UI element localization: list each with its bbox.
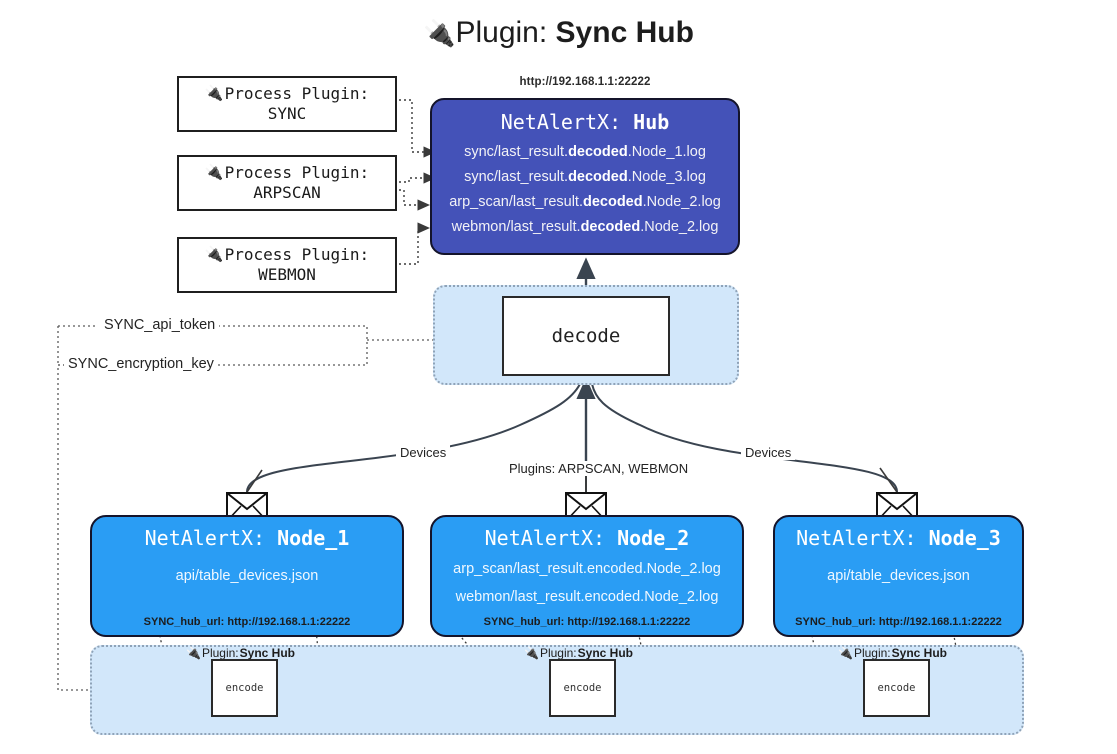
node-footer: SYNC_hub_url: http://192.168.1.1:22222: [143, 616, 351, 628]
decode-box[interactable]: decode: [502, 296, 670, 376]
process-plugin-label: SYNC: [267, 104, 307, 123]
node-box-node-1[interactable]: NetAlertX: Node_1 api/table_devices.json…: [90, 515, 404, 637]
plug-icon: 🔌: [204, 245, 224, 264]
secret-label-api-token: SYNC_api_token: [100, 317, 220, 333]
plug-icon: 🔌: [524, 646, 539, 660]
hub-title: NetAlertX: Hub: [432, 110, 738, 134]
page-title-prefix: Plugin:: [455, 16, 556, 49]
process-plugin-box-arpscan[interactable]: 🔌 Process Plugin: ARPSCAN: [177, 155, 397, 211]
process-plugin-box-sync[interactable]: 🔌 Process Plugin: SYNC: [177, 76, 397, 132]
hub-log-line: webmon/last_result.decoded.Node_2.log: [451, 218, 719, 235]
node-log-line: arp_scan/last_result.encoded.Node_2.log: [453, 561, 721, 577]
hub-url-label: http://192.168.1.1:22222: [519, 76, 651, 88]
node-footer: SYNC_hub_url: http://192.168.1.1:22222: [483, 616, 691, 628]
process-plugin-heading: Process Plugin:: [224, 162, 370, 182]
node-box-node-2[interactable]: NetAlertX: Node_2 arp_scan/last_result.e…: [430, 515, 744, 637]
hub-log-line: arp_scan/last_result.decoded.Node_2.log: [449, 193, 721, 210]
secret-label-encryption-key: SYNC_encryption_key: [64, 356, 218, 372]
encode-caption-node-1: 🔌Plugin: Sync Hub: [186, 646, 295, 660]
node-log-line: api/table_devices.json: [827, 568, 970, 584]
node-title: NetAlertX: Node_1: [144, 526, 350, 550]
page-title-name: Sync Hub: [555, 16, 694, 49]
hub-log-line: sync/last_result.decoded.Node_3.log: [464, 168, 706, 185]
node-box-node-3[interactable]: NetAlertX: Node_3 api/table_devices.json…: [773, 515, 1024, 637]
plug-icon: 🔌: [423, 18, 456, 48]
plug-icon: 🔌: [186, 646, 201, 660]
process-plugin-box-webmon[interactable]: 🔌 Process Plugin: WEBMON: [177, 237, 397, 293]
flow-label-plugins-center: Plugins: ARPSCAN, WEBMON: [505, 461, 693, 476]
node-log-line: webmon/last_result.encoded.Node_2.log: [455, 588, 719, 605]
plug-icon: 🔌: [204, 84, 224, 103]
hub-title-name: Hub: [633, 110, 670, 134]
process-plugin-heading: Process Plugin:: [224, 83, 370, 103]
encode-box-node-2[interactable]: encode: [549, 659, 616, 717]
hub-log-line: sync/last_result.decoded.Node_1.log: [464, 144, 706, 160]
encode-box-node-3[interactable]: encode: [863, 659, 930, 717]
process-plugin-label: WEBMON: [258, 265, 316, 284]
flow-label-devices-left: Devices: [396, 445, 451, 460]
flow-label-devices-right: Devices: [741, 445, 796, 460]
node-log-line: api/table_devices.json: [175, 568, 319, 584]
process-plugin-heading: Process Plugin:: [224, 244, 370, 264]
hub-title-prefix: NetAlertX:: [500, 110, 634, 134]
encode-caption-node-3: 🔌Plugin: Sync Hub: [838, 646, 947, 660]
hub-node-box[interactable]: NetAlertX: Hub sync/last_result.decoded.…: [430, 98, 740, 255]
encode-caption-node-2: 🔌Plugin: Sync Hub: [524, 646, 633, 660]
plug-icon: 🔌: [838, 646, 853, 660]
page-title: 🔌Plugin: Sync Hub: [0, 16, 1117, 50]
process-plugin-label: ARPSCAN: [253, 183, 321, 202]
plug-icon: 🔌: [204, 163, 224, 182]
encode-box-node-1[interactable]: encode: [211, 659, 278, 717]
node-title: NetAlertX: Node_2: [484, 526, 690, 550]
node-footer: SYNC_hub_url: http://192.168.1.1:22222: [795, 616, 1002, 628]
node-title: NetAlertX: Node_3: [796, 526, 1001, 550]
